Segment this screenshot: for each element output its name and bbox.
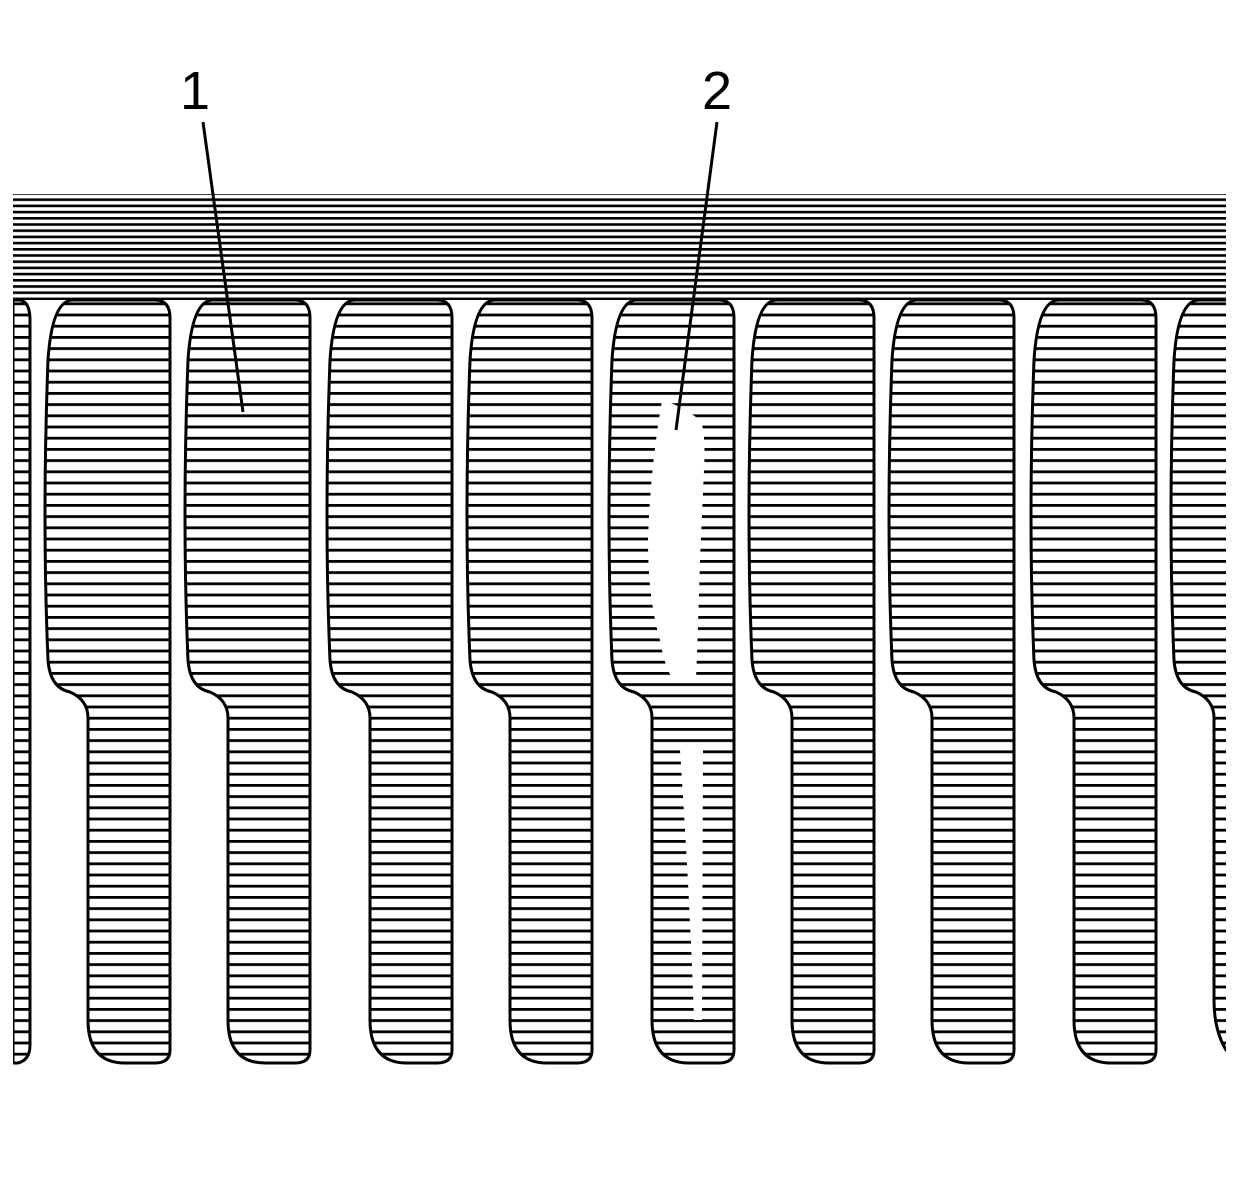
tooth-8 [1029,298,1158,1065]
tooth-3 [325,298,454,1065]
tooth-partial-left [13,298,32,1065]
tooth-4 [465,298,594,1065]
leader-line-1 [201,121,245,413]
tooth-5-damaged [607,298,736,1065]
callout-1-label: 1 [180,61,210,121]
tooth-2-callout-1 [183,298,312,1065]
tooth-7 [887,298,1016,1065]
tooth-1 [43,298,172,1065]
crack-void-upper [648,400,705,682]
backing-strip [13,194,1226,300]
callout-2-label: 2 [702,61,732,121]
tooth-6 [747,298,876,1065]
leader-line-2 [674,121,719,431]
tooth-partial-right [1169,298,1226,1053]
crack-void-lower [680,750,703,1020]
